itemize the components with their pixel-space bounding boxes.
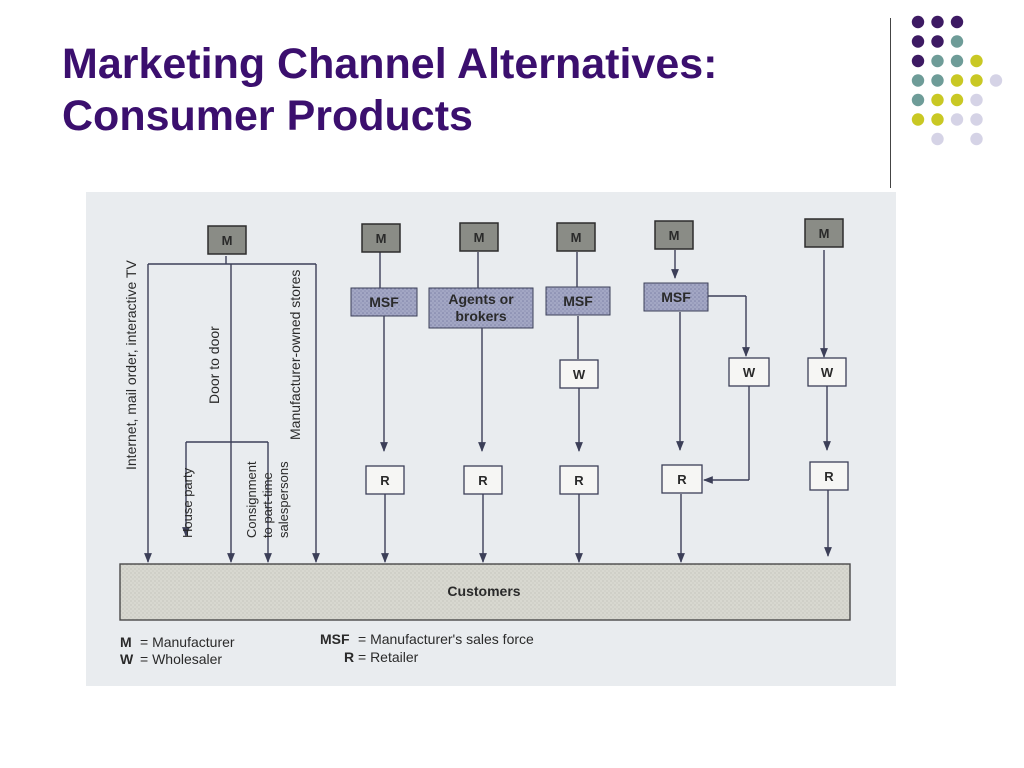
slide-title: Marketing Channel Alternatives: Consumer… [62,38,718,142]
decorative-dot [931,35,944,48]
label-manufacturer-owned-stores: Manufacturer-owned stores [287,270,303,440]
connector-lines [144,250,832,563]
wholesaler-node-col6: W [807,357,847,387]
retailer-label: R [478,473,488,488]
legend-m-text: = Manufacturer [140,634,235,650]
decorative-dot [970,132,983,146]
retailer-label: R [574,473,584,488]
wholesaler-node-col5: W [728,357,770,387]
decorative-dot [950,74,964,87]
manufacturer-label: M [474,230,485,245]
decorative-dot [931,113,944,126]
decorative-dot [931,15,944,29]
decorative-dot [950,54,964,68]
decorative-dot [911,93,925,107]
agents-label-line-2: brokers [455,308,507,324]
decorative-dot [931,74,944,87]
wholesaler-label: W [743,365,756,380]
manufacturer-node-col5: M [654,220,694,250]
slide-title-line-1: Marketing Channel Alternatives: [62,40,718,88]
decorative-dot [950,113,964,126]
manufacturer-node-col4: M [556,222,596,252]
manufacturer-node-col1: M [207,225,247,255]
decorative-dot [989,74,1003,87]
decorative-dot [931,132,944,146]
label-house-party: House party [180,467,195,538]
label-consignment-line-2: to part-time [260,472,275,538]
decorative-dot [970,93,983,107]
legend-w-text: = Wholesaler [140,651,222,667]
retailer-node-col5: R [661,464,703,494]
retailer-label: R [824,469,834,484]
manufacturer-label: M [376,231,387,246]
legend-msf-key: MSF [320,631,350,647]
retailer-node-col3: R [463,465,503,495]
decorative-dot [911,74,925,87]
decorative-dot [911,35,925,48]
wholesaler-label: W [821,365,834,380]
retailer-label: R [677,472,687,487]
channel-diagram-svg: M M M M M M MSF Agents or b [119,218,851,667]
decorative-dot [911,15,925,29]
label-consignment-line-3: salespersons [276,461,291,538]
retailer-node-col2: R [365,465,405,495]
slide-title-line-2: Consumer Products [62,92,473,140]
manufacturer-node-col3: M [459,222,499,252]
decorative-dot [950,93,964,107]
msf-node-col2: MSF [350,287,418,317]
manufacturer-label: M [571,230,582,245]
wholesaler-node-col4: W [559,359,599,389]
legend-r-text: = Retailer [358,649,419,665]
decorative-dot [970,74,983,87]
msf-label: MSF [563,293,593,309]
decorative-dot [911,113,925,126]
decorative-dot [950,35,964,48]
customers-label: Customers [447,583,520,599]
decorative-dot [970,54,983,68]
manufacturer-label: M [222,233,233,248]
legend-w-key: W [120,651,134,667]
agents-label-line-1: Agents or [448,291,514,307]
legend-r-key: R [344,649,354,665]
retailer-label: R [380,473,390,488]
title-divider [890,18,891,188]
decorative-dot-grid [911,15,1003,146]
msf-node-col4: MSF [545,286,611,316]
legend-msf-text: = Manufacturer's sales force [358,631,534,647]
label-door-to-door: Door to door [206,326,222,404]
msf-label: MSF [369,294,399,310]
decorative-dot [931,93,944,107]
wholesaler-label: W [573,367,586,382]
decorative-dot [950,15,964,29]
decorative-dot [931,54,944,68]
retailer-node-col6: R [809,461,849,491]
manufacturer-node-col2: M [361,223,401,253]
msf-label: MSF [661,289,691,305]
legend-m-key: M [120,634,132,650]
agents-brokers-node: Agents or brokers [428,287,534,329]
retailer-node-col4: R [559,465,599,495]
decorative-dot [911,54,925,68]
label-internet-mail-order: Internet, mail order, interactive TV [123,260,139,470]
manufacturer-label: M [669,228,680,243]
msf-node-col5: MSF [643,282,709,312]
channel-diagram: M M M M M M MSF Agents or b [86,192,896,686]
manufacturer-label: M [819,226,830,241]
label-consignment-line-1: Consignment [244,461,259,538]
manufacturer-node-col6: M [804,218,844,248]
decorative-dot [970,113,983,126]
legend: M = Manufacturer W = Wholesaler MSF = Ma… [120,631,534,667]
customers-bar: Customers [119,563,851,621]
